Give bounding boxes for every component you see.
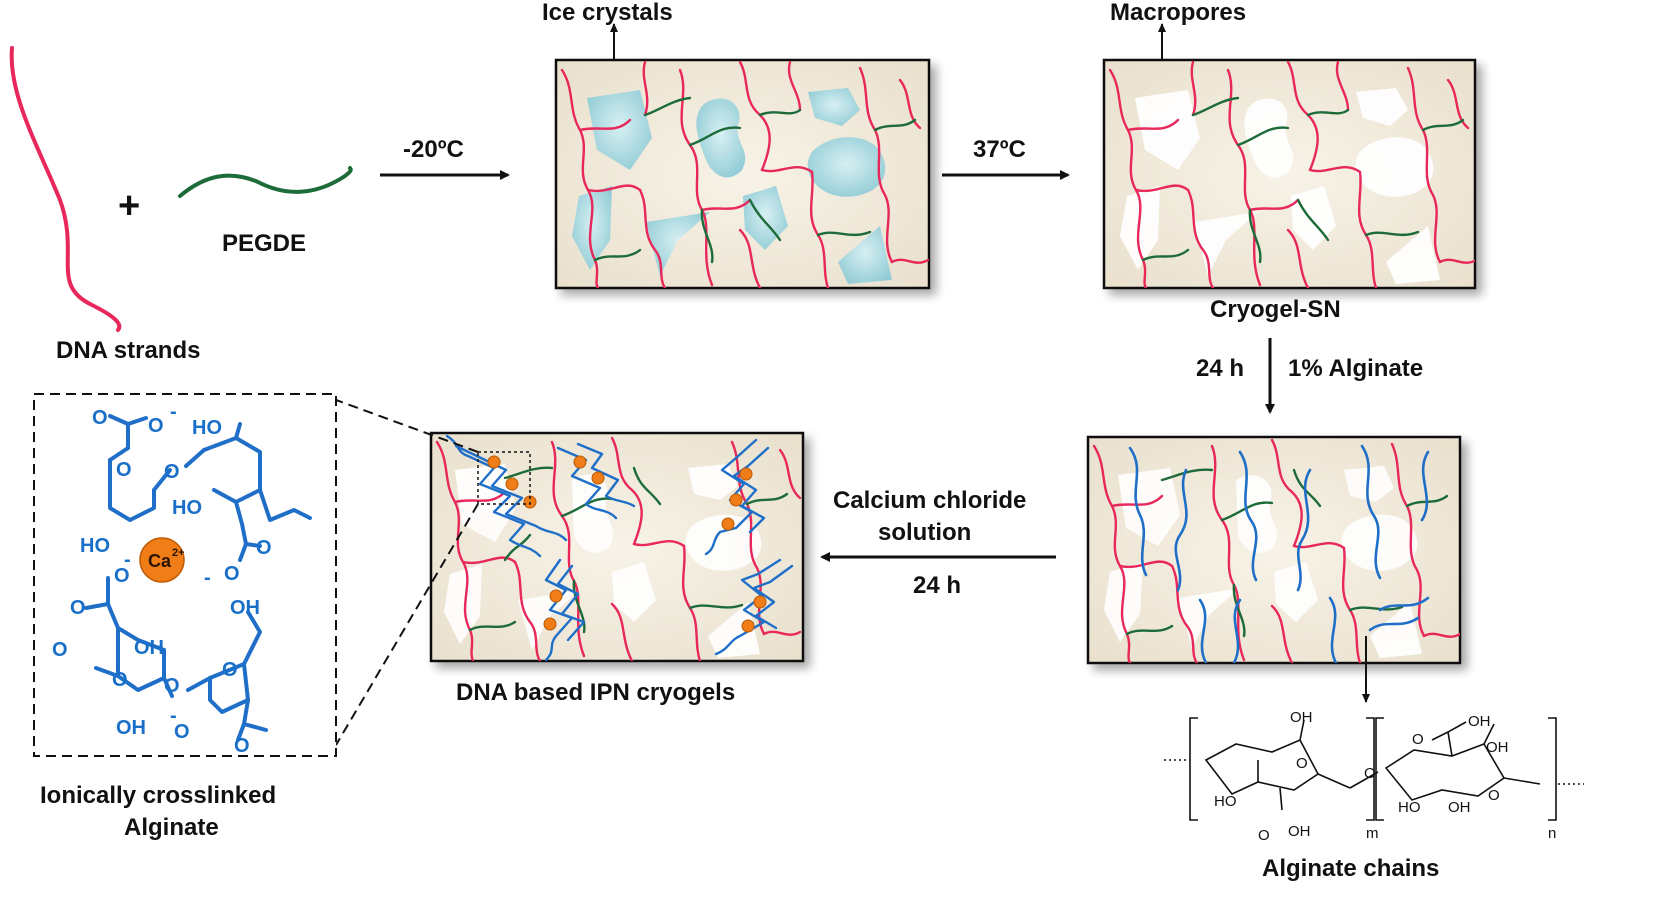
svg-text:O: O (116, 459, 132, 481)
crosslinked-alginate-egg-box (445, 434, 794, 661)
ionic-crosslink-label-line2: Alginate (124, 814, 219, 841)
ice-crystal-shapes (572, 88, 892, 284)
svg-text:O: O (92, 407, 108, 429)
svg-text:-: - (204, 567, 211, 589)
svg-text:-: - (170, 705, 177, 727)
svg-text:2+: 2+ (172, 547, 185, 559)
svg-text:HO: HO (80, 535, 110, 557)
svg-text:HO: HO (1398, 799, 1421, 816)
frozen-gel-contents (560, 60, 929, 288)
zoom-connector-bottom (335, 503, 479, 746)
alginate-chain-structure (1164, 717, 1584, 821)
cryogel-sn-label: Cryogel-SN (1210, 296, 1341, 323)
dna-network-a (560, 60, 929, 288)
svg-text:OH: OH (1290, 709, 1313, 726)
zoom-connector-top (335, 399, 479, 453)
svg-text:O: O (222, 659, 238, 681)
svg-text:OH: OH (1468, 713, 1491, 730)
alginate-chains-in-gel (1128, 444, 1430, 663)
svg-text:OH: OH (1486, 739, 1509, 756)
svg-text:O: O (1258, 827, 1270, 844)
ipn-cryogels-label: DNA based IPN cryogels (456, 679, 735, 706)
svg-text:O: O (1488, 787, 1500, 804)
calcium-ion: Ca 2+ (139, 537, 185, 583)
dna-network-b (1108, 60, 1475, 288)
svg-text:OH: OH (1448, 799, 1471, 816)
svg-text:Ca: Ca (148, 551, 172, 571)
svg-text:-: - (124, 549, 131, 571)
alginate-loaded-gel-contents (1092, 438, 1460, 663)
dna-strand-illustration (9, 46, 122, 332)
svg-text:O: O (70, 597, 86, 619)
svg-text:O: O (164, 461, 180, 483)
alginate-chain-atoms: OH O HO OH O O m OH O OH O HO OH n (1214, 709, 1556, 844)
plus-sign: + (118, 185, 140, 227)
svg-text:m: m (1366, 825, 1379, 842)
pegde-crosslinks-a (593, 96, 917, 264)
pegde-chain-illustration (178, 166, 353, 198)
calcium-chloride-line2: solution (878, 519, 971, 546)
ipn-cryogel-contents (435, 434, 802, 661)
svg-text:O: O (114, 565, 130, 587)
egg-box-atoms: O - HO O O O HO HO O O - O - O OH OH O O… (52, 401, 272, 757)
svg-text:O: O (52, 639, 68, 661)
svg-text:HO: HO (1214, 793, 1237, 810)
svg-text:O: O (224, 563, 240, 585)
svg-text:OH: OH (134, 637, 164, 659)
svg-text:OH: OH (116, 717, 146, 739)
calcium-time-label: 24 h (913, 572, 961, 599)
egg-box-structure (84, 414, 312, 742)
svg-text:-: - (170, 401, 177, 423)
freeze-temperature-label: -20ºC (403, 136, 464, 163)
svg-text:HO: HO (192, 417, 222, 439)
pegde-crosslinks-b (1141, 96, 1465, 264)
svg-text:O: O (256, 537, 272, 559)
svg-text:O: O (1364, 765, 1376, 782)
ionic-crosslink-inset (33, 393, 337, 757)
svg-text:O: O (148, 415, 164, 437)
ice-crystals-label: Ice crystals (542, 0, 673, 26)
svg-text:OH: OH (1288, 823, 1311, 840)
macropore-shapes (1120, 88, 1440, 284)
alginate-time-label: 24 h (1196, 355, 1244, 382)
macropores-label: Macropores (1110, 0, 1246, 26)
calcium-chloride-line1: Calcium chloride (833, 487, 1026, 514)
alginate-concentration-label: 1% Alginate (1288, 355, 1423, 382)
ionic-crosslink-label-line1: Ionically crosslinked (40, 782, 276, 809)
pegde-crosslinks-d (468, 466, 789, 634)
cryogel-sn-contents (1108, 60, 1475, 288)
dna-strands-label: DNA strands (56, 337, 200, 364)
zoom-region-marker (477, 451, 531, 505)
svg-text:OH: OH (230, 597, 260, 619)
svg-text:O: O (112, 669, 128, 691)
svg-text:HO: HO (172, 497, 202, 519)
svg-text:O: O (1296, 755, 1308, 772)
pegde-label: PEGDE (222, 230, 306, 257)
svg-text:O: O (174, 721, 190, 743)
alginate-chains-label: Alginate chains (1262, 855, 1439, 882)
svg-text:O: O (1412, 731, 1424, 748)
thaw-temperature-label: 37ºC (973, 136, 1026, 163)
svg-text:n: n (1548, 825, 1556, 842)
svg-text:O: O (164, 675, 180, 697)
svg-text:O: O (234, 735, 250, 757)
